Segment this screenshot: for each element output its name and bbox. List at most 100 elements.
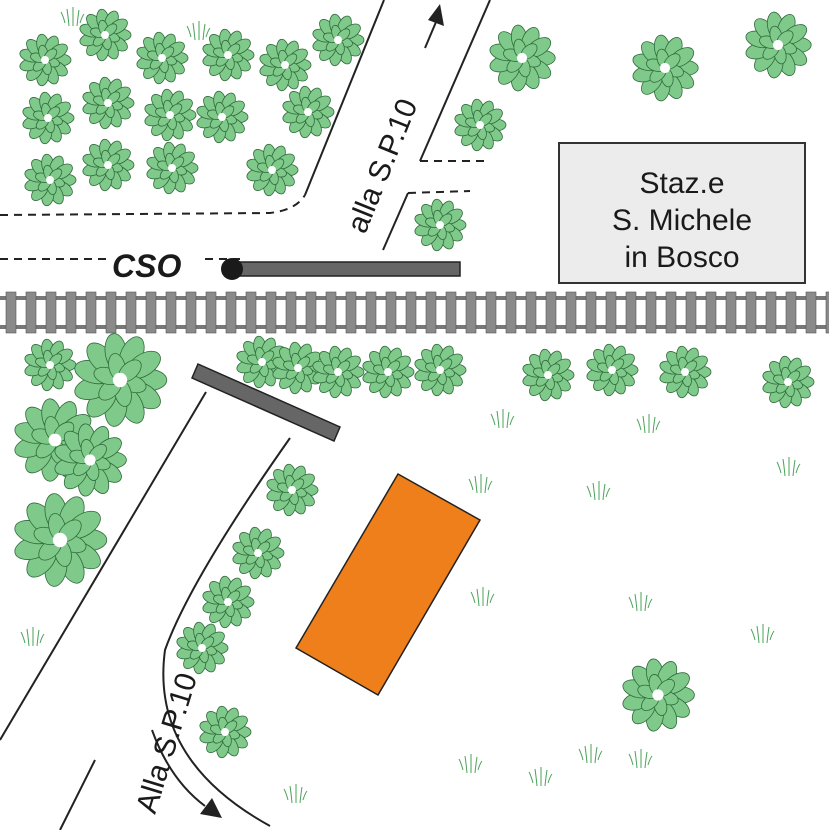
rail-sleeper	[385, 291, 397, 334]
rail-sleeper	[685, 291, 697, 334]
tree-icon	[659, 345, 712, 399]
tree-icon	[79, 8, 132, 62]
tree-icon	[246, 143, 299, 197]
road-top-right-edge	[419, 0, 491, 162]
arrow-icon	[200, 798, 222, 818]
cso-label: CSO	[112, 248, 181, 284]
rail-sleeper	[185, 291, 197, 334]
rail-sleeper	[445, 291, 457, 334]
grass-icon	[468, 474, 493, 494]
path-right-lower	[407, 190, 471, 194]
grass-icon	[636, 414, 661, 434]
grass-icon	[528, 767, 553, 787]
road-top-right-edge-lower	[382, 192, 409, 251]
railway	[0, 291, 829, 334]
grass-icon	[628, 592, 653, 612]
grass-tufts	[20, 7, 801, 804]
grass-icon	[60, 7, 85, 27]
arrow-icon	[424, 4, 444, 49]
grass-icon	[490, 409, 515, 429]
rail-sleeper	[805, 291, 817, 334]
grass-icon	[578, 744, 603, 764]
rail-sleeper	[105, 291, 117, 334]
tree-icon	[22, 91, 75, 145]
tree-icon	[489, 24, 556, 92]
rail-sleeper	[745, 291, 757, 334]
rail-sleeper	[605, 291, 617, 334]
tree-icon	[74, 333, 168, 427]
road-bottom-right-edge	[162, 437, 291, 827]
rail-sleeper	[65, 291, 77, 334]
tree-icon	[14, 493, 108, 587]
grass-icon	[776, 457, 801, 477]
tree-icon	[312, 13, 365, 67]
rail-sleeper	[825, 291, 829, 334]
building	[294, 472, 482, 697]
tree-icon	[522, 348, 575, 402]
station-name-line2: S. Michele	[612, 204, 752, 237]
tree-icon	[196, 90, 249, 144]
rail-sleeper	[565, 291, 577, 334]
rail-sleeper	[45, 291, 57, 334]
tree-icon	[136, 31, 189, 85]
tree-icon	[454, 98, 507, 152]
tree-icon	[146, 141, 199, 195]
road-top-label: alla S.P.10	[341, 94, 425, 237]
road-bottom-arrow-line	[151, 729, 206, 807]
tree-icon	[202, 575, 255, 629]
tree-icon	[259, 38, 312, 92]
tree-icon	[82, 76, 135, 130]
tree-icon	[176, 621, 229, 675]
rail-sleeper	[725, 291, 737, 334]
road-top-left-edge	[304, 0, 385, 196]
rail-sleeper	[405, 291, 417, 334]
rail-sleeper	[85, 291, 97, 334]
rail-sleeper	[305, 291, 317, 334]
path-upper-left	[0, 194, 306, 216]
rail-sleeper	[125, 291, 137, 334]
rail-sleeper	[145, 291, 157, 334]
rail-sleeper	[165, 291, 177, 334]
road-bottom-lower-edge	[59, 759, 96, 830]
rail-sleeper	[25, 291, 37, 334]
rail-sleeper	[285, 291, 297, 334]
rail-sleeper	[505, 291, 517, 334]
rail-sleeper	[705, 291, 717, 334]
tree-icon	[24, 153, 77, 207]
rail-sleeper	[425, 291, 437, 334]
rail-sleeper	[525, 291, 537, 334]
grass-icon	[470, 587, 495, 607]
trees	[14, 8, 815, 759]
tree-icon	[54, 423, 127, 497]
tree-icon	[414, 198, 467, 252]
road-bottom-left-edge	[0, 391, 207, 741]
tree-icon	[19, 33, 72, 87]
rail-sleeper	[765, 291, 777, 334]
rail-sleepers	[5, 291, 829, 334]
tree-icon	[312, 345, 365, 399]
station-name-line3: in Bosco	[624, 241, 739, 274]
tree-icon	[24, 338, 77, 392]
tree-icon	[632, 34, 699, 102]
rail-sleeper	[325, 291, 337, 334]
cso: CSO	[112, 248, 461, 284]
tree-icon	[82, 138, 135, 192]
grass-icon	[186, 21, 211, 41]
rail-sleeper	[345, 291, 357, 334]
tree-icon	[414, 343, 467, 397]
tree-icon	[202, 28, 255, 82]
rail-sleeper	[265, 291, 277, 334]
rail-sleeper	[225, 291, 237, 334]
rail-sleeper	[625, 291, 637, 334]
rail-sleeper	[645, 291, 657, 334]
tree-icon	[144, 88, 197, 142]
rail-sleeper	[205, 291, 217, 334]
level-crossing-barrier	[191, 363, 341, 442]
grass-icon	[20, 627, 45, 647]
rail-sleeper	[5, 291, 17, 334]
station: Staz.e S. Michele in Bosco	[558, 142, 806, 284]
tree-icon	[362, 345, 415, 399]
tree-icon	[232, 526, 285, 580]
